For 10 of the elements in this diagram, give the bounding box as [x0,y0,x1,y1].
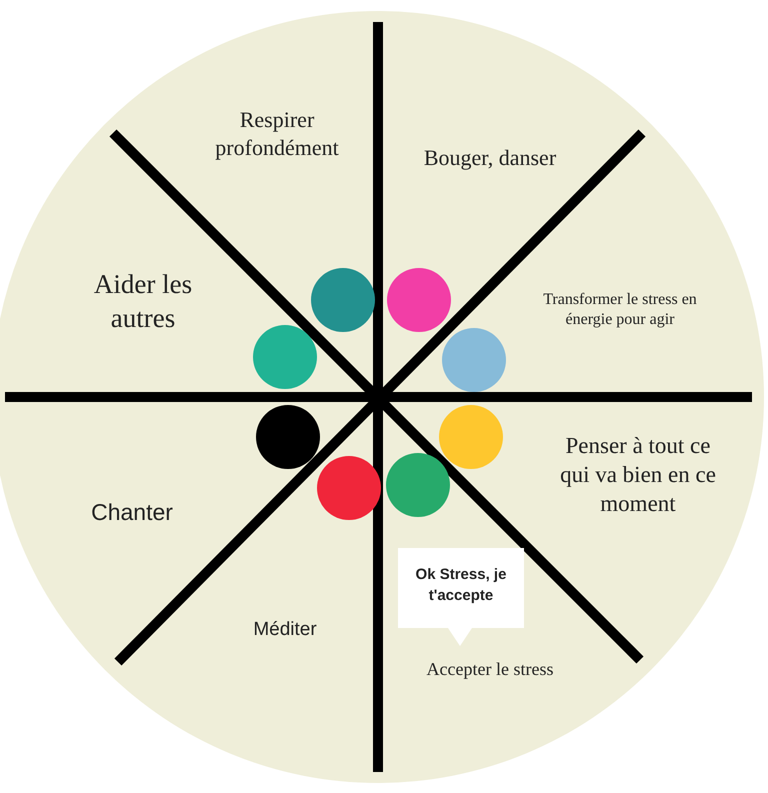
sector-label: Transformer le stress en énergie pour agir [530,290,710,330]
sector-label: Méditer [225,618,345,642]
sector-label: Aider les autres [68,268,218,336]
speech-text: Ok Stress, je t'accepte [414,565,508,606]
sector-label: Accepter le stress [390,658,590,680]
sector-label: Respirer profondément [182,106,372,161]
sector-label: Chanter [62,498,202,527]
sector-label: Penser à tout ce qui va bien en ce moment [548,432,728,518]
speech-bubble [398,548,524,646]
sector-label: Bouger, danser [390,144,590,172]
